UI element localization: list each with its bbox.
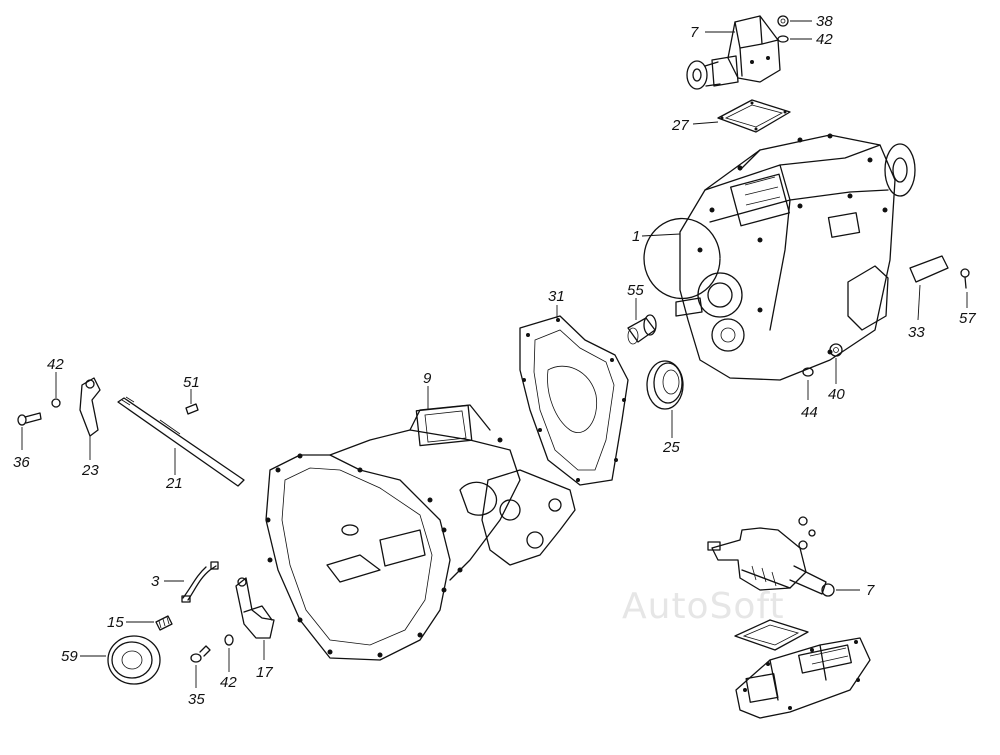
label-part-42-top: 42: [816, 31, 833, 48]
label-part-23: 23: [82, 462, 99, 479]
part-42-washer-left: [51, 398, 61, 408]
top-cover-right: [735, 637, 871, 719]
label-part-59: 59: [61, 648, 78, 665]
part-17-fork: [235, 577, 275, 639]
label-part-38: 38: [816, 13, 833, 30]
label-part-7-right: 7: [866, 582, 875, 599]
gasket-right: [734, 619, 809, 651]
part-36-bolt: [17, 412, 42, 426]
label-part-31: 31: [548, 288, 565, 305]
label-part-7-top: 7: [690, 24, 699, 41]
label-part-55: 55: [627, 282, 644, 299]
part-3-hose: [181, 561, 219, 603]
label-part-3: 3: [151, 573, 160, 590]
label-part-15: 15: [107, 614, 124, 631]
part-51-key: [185, 403, 199, 415]
label-part-33: 33: [908, 324, 925, 341]
label-part-36: 36: [13, 454, 30, 471]
part-57-screw: [960, 268, 970, 289]
watermark: AutoSoft: [622, 586, 785, 627]
label-part-51: 51: [183, 374, 200, 391]
part-42-washer-top: [777, 35, 789, 43]
part-15-bolt: [155, 615, 173, 631]
part-35-bolt: [190, 645, 211, 663]
label-part-42-bottom: 42: [220, 674, 237, 691]
label-part-27: 27: [672, 117, 689, 134]
part-27-gasket: [717, 99, 791, 133]
part-42-washer-bottom: [224, 634, 234, 646]
part-25-cover: [646, 360, 684, 410]
part-7-shift-mechanism-right: [707, 516, 835, 597]
label-part-25: 25: [663, 439, 680, 456]
label-part-42-left: 42: [47, 356, 64, 373]
part-44-washer: [802, 367, 814, 377]
label-part-9: 9: [423, 370, 432, 387]
part-7-shift-housing-top: [686, 15, 781, 90]
label-part-44: 44: [801, 404, 818, 421]
label-part-21: 21: [166, 475, 183, 492]
label-part-57: 57: [959, 310, 976, 327]
part-38-nut: [777, 15, 789, 27]
part-21-shaft: [117, 396, 245, 487]
part-23-lever: [79, 377, 101, 437]
label-part-1: 1: [632, 228, 641, 245]
part-40-nut: [829, 343, 843, 357]
label-part-40: 40: [828, 386, 845, 403]
label-part-17: 17: [256, 664, 273, 681]
part-1-gearbox: [643, 133, 916, 381]
part-9-clutch-housing: [265, 404, 576, 661]
part-59-bearing: [107, 635, 161, 685]
part-55-bearing: [627, 314, 657, 345]
label-part-35: 35: [188, 691, 205, 708]
part-31-gasket: [519, 315, 629, 486]
part-33-plate: [909, 255, 949, 283]
